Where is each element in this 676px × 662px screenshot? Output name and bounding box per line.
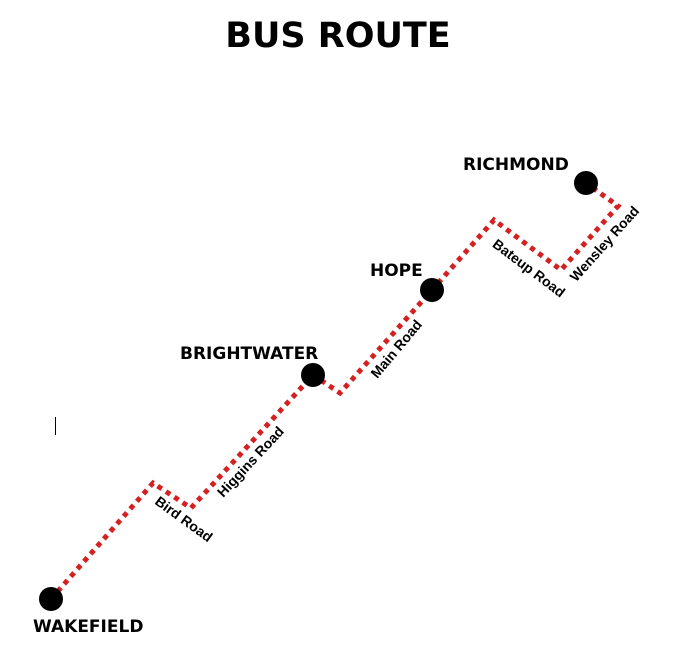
- road-label-main: Main Road: [367, 317, 425, 382]
- road-label-wensley: Wensley Road: [566, 203, 642, 285]
- stop-label-wakefield: WAKEFIELD: [33, 617, 143, 637]
- stop-label-richmond: RICHMOND: [463, 155, 569, 175]
- text-cursor: [55, 417, 56, 435]
- stop-marker-wakefield: [39, 587, 63, 611]
- stop-marker-hope: [420, 278, 444, 302]
- bus-route-line: [49, 180, 622, 601]
- stop-label-brightwater: BRIGHTWATER: [180, 344, 318, 364]
- stop-marker-richmond: [574, 171, 598, 195]
- stop-label-hope: HOPE: [370, 261, 423, 281]
- diagram-title: BUS ROUTE: [225, 16, 451, 56]
- road-label-higgins: Higgins Road: [214, 423, 287, 500]
- stop-marker-brightwater: [301, 363, 325, 387]
